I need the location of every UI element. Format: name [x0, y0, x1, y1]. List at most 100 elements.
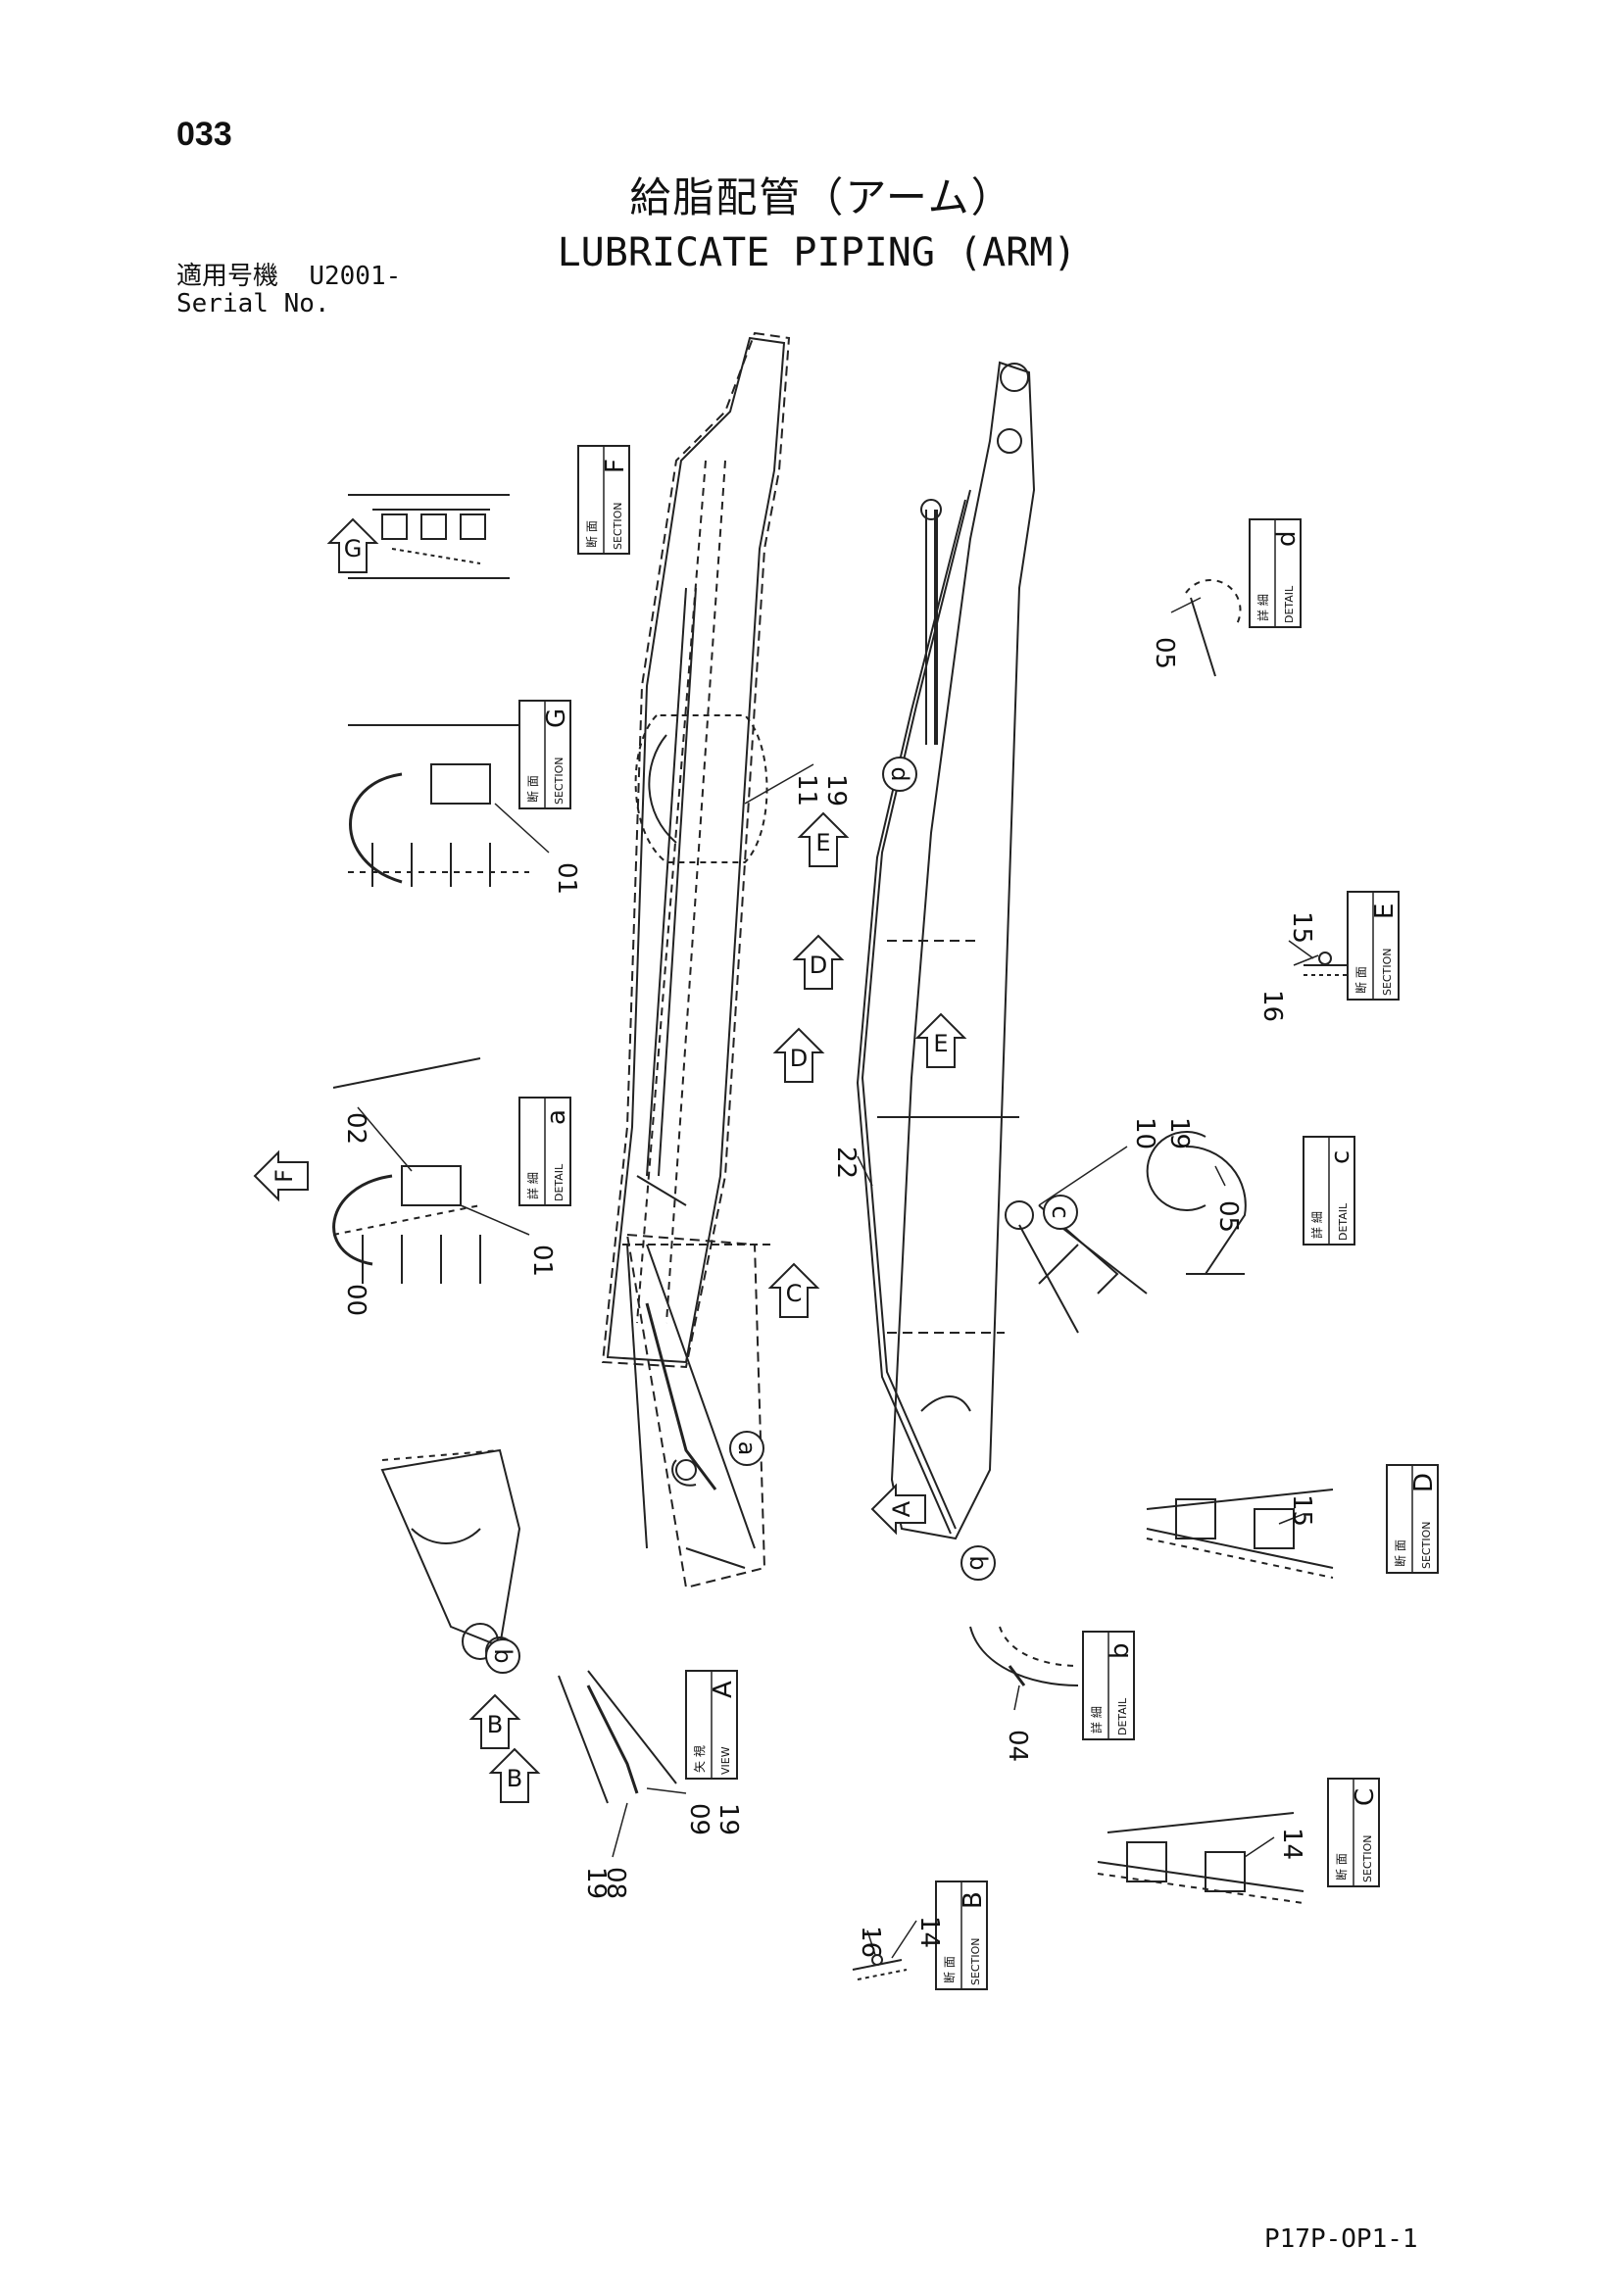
section-d-sketch	[1146, 1489, 1334, 1579]
view-arrow-B: B	[488, 1747, 541, 1803]
callout-word-label: SECTION	[969, 1938, 982, 1985]
part-number-label: 05	[1150, 637, 1179, 669]
callout-box-section-B: 断 面 SECTION B	[935, 1881, 988, 1990]
circle-marker-letter: b	[964, 1555, 992, 1570]
part-number-label: 04	[1003, 1730, 1032, 1762]
circle-marker-letter: c	[1047, 1205, 1074, 1218]
callout-letter: C	[1351, 1788, 1380, 1806]
section-b-sketch	[852, 1954, 908, 1980]
callout-letter: a	[542, 1109, 571, 1125]
callout-word-label: SECTION	[1381, 949, 1394, 996]
circle-marker-b: b	[960, 1545, 996, 1581]
circle-marker-letter: d	[886, 766, 913, 781]
part-number-label: 08	[601, 1867, 630, 1899]
callout-jp-label: 断 面	[584, 520, 599, 548]
callout-word-label: DETAIL	[1116, 1697, 1129, 1735]
part-number-label: 14	[1277, 1828, 1306, 1860]
callout-jp-label: 詳 細	[1309, 1211, 1324, 1239]
circle-marker-letter: b	[489, 1648, 517, 1663]
leader-lines	[357, 597, 1319, 1959]
part-number-label: 09	[684, 1803, 714, 1835]
callout-word-label: SECTION	[553, 757, 566, 805]
title-block: 給脂配管（アーム） LUBRICATE PIPING (ARM)	[0, 165, 1624, 275]
detail-c-sketch	[1146, 1131, 1247, 1275]
detail-b-sketch	[969, 1626, 1079, 1686]
serial-value: U2001-	[309, 262, 402, 291]
view-arrow-letter: B	[487, 1711, 503, 1738]
view-arrow-letter: D	[810, 952, 827, 979]
view-arrow-D: D	[792, 934, 845, 990]
part-number-label: 05	[1213, 1200, 1243, 1233]
part-number-label: 14	[914, 1916, 944, 1948]
callout-jp-label: 矢 視	[692, 1745, 707, 1773]
callout-word-label: SECTION	[612, 503, 624, 550]
view-arrow-A: A	[870, 1483, 926, 1536]
serial-label-jp: 適用号機	[176, 262, 279, 291]
callout-box-section-D: 断 面 SECTION D	[1386, 1464, 1439, 1574]
circle-markers: d c a b b	[485, 757, 1078, 1674]
view-arrow-G: G	[326, 517, 379, 573]
part-number-label: 19	[821, 774, 851, 806]
callout-letter: d	[1272, 530, 1302, 547]
part-number-label: 16	[856, 1926, 885, 1958]
drawing-code: P17P-OP1-1	[1264, 2224, 1418, 2254]
callout-jp-label: 詳 細	[1089, 1706, 1104, 1734]
callout-word-label: DETAIL	[1337, 1202, 1350, 1241]
view-arrow-letter: F	[271, 1169, 298, 1183]
detail-b-end-sketch	[380, 1448, 521, 1666]
section-f-sketch	[348, 494, 510, 579]
callout-word-label: VIEW	[719, 1746, 732, 1775]
part-number-label: 01	[527, 1245, 557, 1277]
part-number-label: 11	[792, 774, 821, 806]
section-c-sketch	[1097, 1812, 1304, 1904]
callout-jp-label: 詳 細	[1255, 594, 1270, 621]
callout-word-label: SECTION	[1420, 1522, 1433, 1569]
part-number-label: 16	[1257, 990, 1287, 1022]
callout-word-label: SECTION	[1361, 1835, 1374, 1882]
callout-jp-label: 断 面	[1393, 1539, 1407, 1567]
part-number-label: 15	[1287, 911, 1316, 944]
callout-box-detail-a: 詳 細 DETAIL a	[518, 1097, 571, 1206]
callout-jp-label: 詳 細	[525, 1172, 540, 1199]
view-arrow-E: E	[797, 811, 850, 867]
callout-letter: D	[1409, 1473, 1439, 1492]
part-number-label: 00	[341, 1284, 370, 1316]
part-number-label: 10	[1130, 1117, 1159, 1149]
callout-letter: G	[542, 708, 571, 728]
callout-box-detail-d: 詳 細 DETAIL d	[1249, 518, 1302, 628]
arm-left-view	[601, 331, 791, 1589]
circle-marker-d: d	[882, 757, 917, 792]
page-title-jp: 給脂配管（アーム）	[629, 173, 1014, 221]
callout-letter: F	[601, 459, 630, 473]
detail-a-sketch	[332, 1057, 481, 1284]
view-arrow-D: D	[772, 1027, 825, 1083]
callout-word-label: DETAIL	[553, 1163, 566, 1201]
callout-box-section-G: 断 面 SECTION G	[518, 700, 571, 809]
callout-jp-label: 断 面	[525, 775, 540, 803]
detail-d-sketch	[1185, 579, 1242, 677]
part-number-label: 19	[1164, 1117, 1194, 1149]
view-arrow-letter: D	[790, 1045, 808, 1072]
serial-block: 適用号機 U2001- Serial No.	[176, 263, 401, 318]
callout-letter: c	[1326, 1150, 1355, 1164]
section-e-sketch	[1304, 952, 1353, 976]
view-arrow-letter: C	[786, 1280, 803, 1307]
part-number-label: 19	[581, 1867, 611, 1899]
callout-word-label: DETAIL	[1283, 585, 1296, 623]
callout-jp-label: 断 面	[942, 1956, 957, 1983]
view-arrow-C: C	[767, 1262, 820, 1318]
callout-letter: E	[1370, 904, 1400, 919]
view-arrow-letter: G	[344, 535, 363, 562]
part-number-label: 02	[341, 1112, 370, 1145]
callout-box-detail-c: 詳 細 DETAIL c	[1303, 1136, 1355, 1246]
view-arrow-letter: E	[815, 829, 830, 856]
circle-marker-b: b	[485, 1638, 520, 1674]
callout-letter: A	[709, 1681, 738, 1698]
circle-marker-a: a	[729, 1431, 764, 1466]
callout-letter: B	[959, 1891, 988, 1909]
view-arrow-letter: A	[888, 1500, 915, 1517]
